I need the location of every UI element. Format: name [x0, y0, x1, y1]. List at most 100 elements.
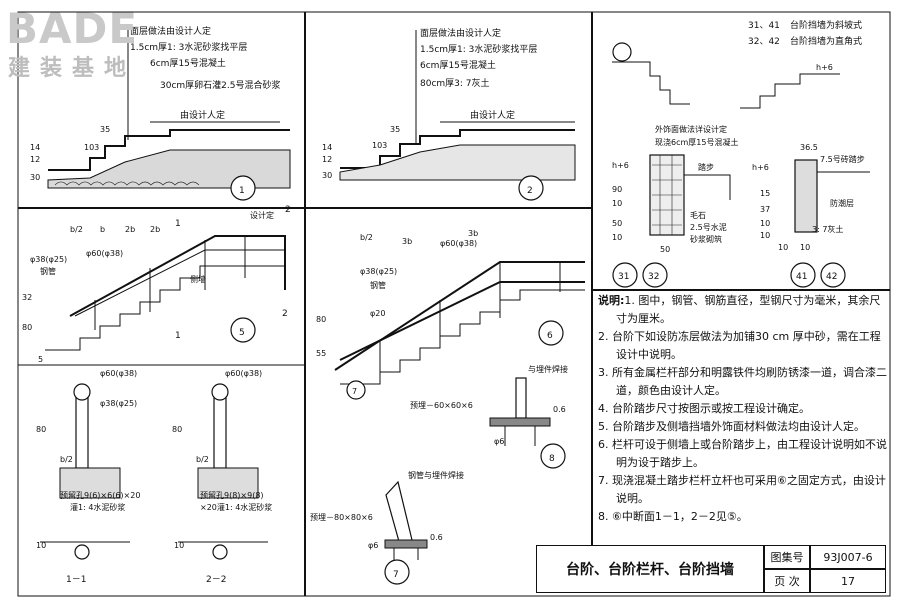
d8-dim-06: 0.6	[553, 405, 566, 414]
d7-plate-shape	[384, 539, 428, 549]
d2-dim-30: 30	[322, 171, 332, 180]
legend-text-1: 台阶挡墙为斜坡式	[790, 19, 862, 31]
d7-dim-06: 0.6	[430, 533, 443, 542]
d5-side: 侧墙	[190, 274, 206, 284]
d2-dim-35: 35	[390, 125, 400, 134]
section-mark-circle	[612, 42, 632, 62]
d6-pipe-top: φ60(φ38)	[440, 239, 477, 248]
d1-dim-14: 14	[30, 143, 40, 152]
note-4: 4. 台阶踏步尺寸按图示或按工程设计确定。	[598, 402, 810, 415]
d32-id: 32	[648, 272, 659, 282]
d2-note-4: 80cm厚3: 7灰土	[420, 77, 490, 89]
s11-dim-80: 80	[36, 425, 46, 434]
s11-pipe-mid: φ38(φ25)	[100, 399, 137, 408]
d5-id-circle	[230, 317, 256, 343]
d5-sec-2a: 2	[285, 205, 291, 215]
note-3: 3. 所有金属栏杆部分和明露铁件均刷防锈漆一道，调合漆二道，颜色由设计人定。	[598, 366, 887, 397]
d1-note-4: 30cm厚卵石灌2.5号混合砂浆	[160, 79, 280, 91]
sheet-border	[17, 11, 891, 597]
page-label: 页 次	[764, 569, 810, 593]
d31-width: 50	[660, 245, 670, 254]
s22-base	[197, 467, 259, 499]
d41-base: 3: 7灰土	[812, 224, 843, 234]
d31-callout: 外饰面做法详设计定	[655, 124, 727, 134]
note-1: 1. 图中，钢管、钢筋直径，型钢尺寸为毫米，其余尺寸为厘米。	[616, 294, 881, 325]
note-2: 2. 台阶下如设防冻层做法为加铺30 cm 厚中砂，需在工程设计中说明。	[598, 330, 881, 361]
d6-mark-b2: b/2	[360, 233, 373, 242]
d2-step-profile	[340, 129, 575, 169]
title-block: 台阶、台阶栏杆、台阶挡墙 图集号 93J007-6 页 次 17	[536, 545, 886, 593]
d1-step-profile	[48, 129, 290, 171]
s11-hole-circle	[74, 544, 90, 560]
d5-dim-32: 32	[22, 293, 32, 302]
mini-step-b	[740, 73, 840, 109]
s22-id: 2－2	[206, 575, 226, 585]
logo-subtitle: 建装基地	[8, 56, 137, 81]
legend-ref-2: 32、42	[748, 37, 780, 47]
d31-concrete: 现浇6cm厚15号混凝土	[655, 137, 738, 147]
d6-pipe-mid: φ38(φ25)	[360, 267, 397, 276]
d5-steel: 钢管	[40, 266, 56, 276]
d41-dim-h6: h+6	[752, 163, 769, 172]
note-7: 7. 现浇混凝土踏步栏杆立杆也可采用⑥之固定方式，由设计说明。	[598, 474, 886, 505]
d6-id-circle	[538, 320, 564, 346]
bade-logo: BADE 建装基地	[6, 4, 176, 84]
drawing-title: 台阶、台阶栏杆、台阶挡墙	[536, 545, 764, 593]
page-value: 17	[810, 569, 886, 593]
d5-mark-2b-2: 2b	[150, 225, 160, 234]
d41-dim-10b: 10	[760, 231, 770, 240]
s22-hole-circle	[212, 544, 228, 560]
d5-sec-2b: 2	[282, 309, 288, 319]
d8-rod: φ6	[494, 437, 504, 446]
d7-plate: 预埋－80×80×6	[310, 512, 373, 522]
s22-dim-b2: b/2	[196, 455, 209, 464]
d1-note-3: 6cm厚15号混凝土	[150, 57, 226, 69]
d41-width-2: 10	[800, 243, 810, 252]
d41-top: 36.5	[800, 143, 818, 152]
d5-mark-b2: b/2	[70, 225, 83, 234]
d8-plate: 预埋－60×60×6	[410, 400, 473, 410]
d6-rail: φ20	[370, 309, 385, 318]
d32-id-circle	[642, 262, 668, 288]
d5-dim-5: 5	[38, 355, 43, 364]
logo-brand: BADE	[6, 4, 139, 53]
d6-dim-55: 55	[316, 349, 326, 358]
s11-dim-10: 10	[36, 541, 46, 550]
d2-note-3: 6cm厚15号混凝土	[420, 59, 496, 71]
detail-2: 面层做法由设计人定 1.5cm厚1: 3水泥砂浆找平层 6cm厚15号混凝土 8…	[322, 27, 576, 201]
d5-pipe-top: φ60(φ38)	[86, 249, 123, 258]
d5-id: 5	[239, 328, 245, 338]
d5-dim-80: 80	[22, 323, 32, 332]
d2-dim-14: 14	[322, 143, 332, 152]
atlas-label: 图集号	[764, 545, 810, 569]
d8-post	[515, 377, 527, 419]
d6-ref: 7	[352, 387, 357, 396]
s22-pipe-top: φ60(φ38)	[225, 369, 262, 378]
d2-id-circle	[518, 175, 544, 201]
d6-steps	[340, 289, 585, 385]
s11-id: 1－1	[66, 575, 86, 585]
d6-posts	[379, 262, 561, 384]
d7-post	[385, 480, 413, 546]
d7-id-circle	[384, 559, 410, 585]
d1-id: 1	[239, 186, 245, 196]
d31-mortar2: 砂浆砌筑	[690, 234, 722, 244]
d6-mark-3b-2: 3b	[468, 229, 478, 238]
detail-5: b/2 b 2b 2b 设计定 φ38(φ25) φ60(φ38) 钢管 侧墙 …	[22, 205, 291, 364]
d2-note-1: 面层做法由设计人定	[420, 27, 501, 39]
d6-ref-circle	[346, 380, 366, 400]
s22-dim-80: 80	[172, 425, 182, 434]
details-7-8: 与埋件焊接 预埋－60×60×6 φ6 0.6 8 钢管与埋件焊接 预埋－80×…	[310, 364, 568, 585]
d2-note-2: 1.5cm厚1: 3水泥砂浆找平层	[420, 43, 537, 55]
d41-id-circle	[790, 262, 816, 288]
d41-brick: 7.5号砖踏步	[820, 154, 865, 164]
s11-hole: 预留孔9(6)×6(6)×20	[60, 490, 140, 500]
d5-handrail	[69, 235, 286, 317]
d2-fill	[339, 144, 576, 181]
d1-id-circle	[230, 175, 256, 201]
s22-hole: 预留孔9(8)×9(8)	[200, 490, 264, 500]
s11-dim-b2: b/2	[60, 455, 73, 464]
mini-step-a	[612, 61, 690, 105]
note-6: 6. 栏杆可设于侧墙上或台阶踏步上，由工程设计说明如不说明为设于踏步上。	[598, 438, 887, 469]
